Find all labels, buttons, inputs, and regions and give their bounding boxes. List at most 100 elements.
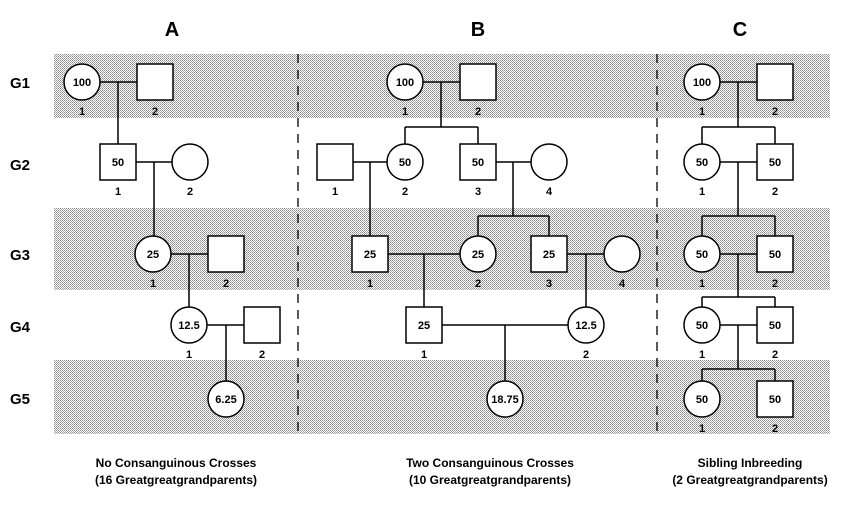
panel-c-caption-line1: Sibling Inbreeding: [698, 456, 803, 470]
female-circle: [459, 235, 497, 273]
male-square: [756, 235, 794, 273]
inbreeding-value: 50: [696, 157, 708, 169]
male-square: [530, 235, 568, 273]
individual-a-g2-1: 50 1: [99, 143, 137, 198]
individual-c-g2-1: 50 1: [683, 143, 721, 198]
pedigree-lines: [100, 81, 776, 381]
inbreeding-value: 25: [418, 320, 430, 332]
inbreeding-value: 50: [696, 249, 708, 261]
female-circle: [567, 306, 605, 344]
individual-c-g2-2: 502: [756, 143, 794, 198]
individual-b-g3-1: 25 1: [351, 235, 389, 290]
panel-b-caption-line2: (10 Greatgreatgrandparents): [409, 473, 571, 487]
female-circle: [170, 306, 208, 344]
male-square: [136, 63, 174, 101]
individual-number: 1: [150, 278, 156, 290]
individual-b-g2-1: 1: [316, 143, 354, 198]
inbreeding-value: 25: [364, 249, 376, 261]
individual-c-g1-2: 2: [756, 63, 794, 118]
line-b-g1-offspring: [404, 82, 479, 144]
inbreeding-value: 100: [73, 77, 91, 89]
individual-c-g3-1: 50 1: [683, 235, 721, 290]
individual-number: 2: [772, 186, 778, 198]
male-square: [756, 380, 794, 418]
line-c-g3-offspring: [701, 254, 776, 307]
generation-label-g3: G3: [10, 247, 30, 264]
male-square: [316, 143, 354, 181]
panel-a-caption-line2: (16 Greatgreatgrandparents): [95, 473, 257, 487]
individual-number: 1: [79, 106, 85, 118]
individual-a-g4-2: 2: [243, 306, 281, 361]
individual-b-g3-2: 252: [459, 235, 497, 290]
individual-number: 1: [186, 349, 192, 361]
generation-label-g5: G5: [10, 391, 30, 408]
generation-label-g2: G2: [10, 157, 30, 174]
individual-number: 1: [402, 106, 408, 118]
line-c-g2-offspring: [701, 162, 776, 236]
individual-number: 1: [421, 349, 427, 361]
female-circle: [530, 143, 568, 181]
female-circle: [207, 380, 245, 418]
line-b-g2-offspring-right: [477, 162, 550, 236]
individual-number: 1: [699, 106, 705, 118]
inbreeding-value: 25: [472, 249, 484, 261]
panel-a-caption-line1: No Consanguinous Crosses: [96, 456, 257, 470]
individual-number: 2: [402, 186, 408, 198]
individual-b-g3-4: 4: [603, 235, 641, 290]
individual-b-g1-2: 2: [459, 63, 497, 118]
male-square: [756, 143, 794, 181]
individual-a-g5-1: 6.25: [207, 380, 245, 418]
generation-label-g1: G1: [10, 75, 30, 92]
line-c-g4-offspring: [701, 325, 776, 381]
inbreeding-value: 50: [769, 320, 781, 332]
inbreeding-value: 50: [696, 320, 708, 332]
male-square: [207, 235, 245, 273]
individual-c-g3-2: 50 2: [756, 235, 794, 290]
individual-b-g3-3: 253: [530, 235, 568, 290]
individual-number: 3: [475, 186, 481, 198]
individual-a-g3-2: 2: [207, 235, 245, 290]
individual-number: 1: [699, 349, 705, 361]
male-square: [459, 143, 497, 181]
individual-c-g5-1: 50 1: [683, 380, 721, 435]
generation-label-g4: G4: [10, 319, 31, 336]
individual-b-g2-3: 50 3: [459, 143, 497, 198]
individual-number: 2: [772, 278, 778, 290]
individual-number: 1: [115, 186, 121, 198]
inbreeding-value: 100: [396, 77, 414, 89]
male-square: [243, 306, 281, 344]
panel-b-letter: B: [471, 19, 485, 41]
individual-number: 1: [699, 278, 705, 290]
inbreeding-value: 6.25: [215, 394, 236, 406]
individual-number: 2: [223, 278, 229, 290]
female-circle: [603, 235, 641, 273]
individual-number: 2: [187, 186, 193, 198]
inbreeding-value: 50: [696, 394, 708, 406]
male-square: [351, 235, 389, 273]
individual-number: 1: [332, 186, 338, 198]
individual-number: 1: [367, 278, 373, 290]
individual-number: 1: [699, 186, 705, 198]
female-circle: [683, 380, 721, 418]
panel-c-letter: C: [733, 19, 747, 41]
individual-number: 1: [699, 423, 705, 435]
inbreeding-value: 12.5: [575, 320, 596, 332]
inbreeding-value: 50: [769, 249, 781, 261]
individual-a-g2-2: 2: [171, 143, 209, 198]
panel-c-caption-line2: (2 Greatgreatgrandparents): [672, 473, 827, 487]
male-square: [405, 306, 443, 344]
female-circle: [171, 143, 209, 181]
individual-c-g4-2: 50 2: [756, 306, 794, 361]
inbreeding-value: 50: [112, 157, 124, 169]
individual-c-g4-1: 50 1: [683, 306, 721, 361]
individual-number: 2: [772, 106, 778, 118]
inbreeding-value: 18.75: [491, 394, 519, 406]
individual-number: 2: [475, 106, 481, 118]
individual-number: 2: [772, 349, 778, 361]
inbreeding-value: 12.5: [178, 320, 199, 332]
individual-a-g3-1: 251: [134, 235, 172, 290]
female-circle: [486, 380, 524, 418]
female-circle: [683, 306, 721, 344]
inbreeding-value: 50: [472, 157, 484, 169]
